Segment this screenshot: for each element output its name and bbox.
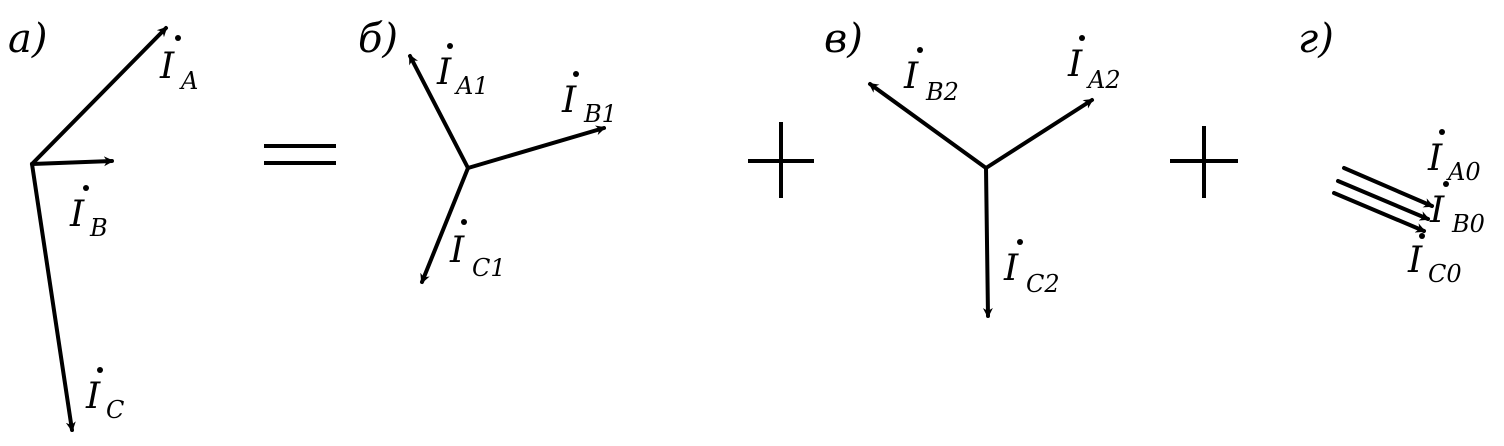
label-ib: I B (69, 185, 108, 242)
svg-text:I: I (1067, 44, 1083, 85)
svg-text:I: I (1003, 248, 1019, 289)
label-ia2: I A2 (1067, 35, 1121, 94)
plus-sign (748, 122, 814, 198)
panel-a-label: a) (8, 16, 47, 62)
label-ia1: I A1 (436, 43, 489, 100)
svg-text:I: I (85, 376, 101, 417)
equals-sign (264, 144, 336, 165)
svg-text:B: B (89, 214, 108, 242)
panel-a: a) I A I B I C (8, 16, 198, 432)
label-ia: I A (159, 35, 198, 95)
svg-text:C2: C2 (1026, 270, 1060, 298)
vector-ic2 (982, 166, 993, 318)
svg-text:C1: C1 (472, 254, 506, 282)
vector-ib0 (1336, 179, 1430, 221)
panel-v-label: в) (824, 16, 863, 62)
svg-text:I: I (1407, 240, 1423, 281)
svg-text:A2: A2 (1086, 66, 1121, 94)
panel-g-label: г) (1298, 16, 1334, 62)
svg-text:A1: A1 (454, 72, 489, 100)
svg-text:B2: B2 (925, 78, 959, 106)
label-ib1: I B1 (561, 71, 617, 128)
label-ic1: I C1 (449, 219, 506, 282)
vector-ib (30, 156, 114, 167)
label-ic: I C (85, 367, 124, 424)
svg-text:I: I (436, 52, 452, 93)
svg-text:C: C (106, 396, 124, 424)
vector-ia1 (408, 54, 470, 170)
svg-text:A: A (179, 67, 198, 95)
svg-text:I: I (903, 56, 919, 97)
svg-text:B0: B0 (1451, 210, 1485, 238)
svg-text:I: I (449, 230, 465, 271)
svg-text:A0: A0 (1446, 158, 1481, 186)
svg-text:I: I (1427, 138, 1443, 179)
svg-text:I: I (1429, 190, 1445, 231)
vector-ic0 (1332, 191, 1426, 233)
vector-ib2 (868, 82, 988, 170)
vector-ia (30, 26, 168, 166)
panel-g: г) I A0 I B0 I C0 (1298, 16, 1485, 288)
svg-text:I: I (159, 46, 175, 87)
plus-sign-2 (1170, 126, 1238, 198)
svg-text:C0: C0 (1428, 260, 1462, 288)
panel-b-label: б) (358, 16, 398, 62)
svg-text:B1: B1 (583, 100, 617, 128)
panel-b: б) I A1 I B1 I C1 (358, 16, 617, 284)
label-ic2: I C2 (1003, 239, 1060, 298)
panel-v: в) I B2 I A2 I C2 (824, 16, 1121, 318)
label-ic0: I C0 (1407, 233, 1462, 288)
vector-ia0 (1342, 166, 1434, 208)
vector-ia2 (984, 98, 1094, 170)
label-ib0: I B0 (1429, 181, 1485, 238)
svg-text:I: I (561, 80, 577, 121)
vector-ic (30, 162, 76, 432)
svg-text:I: I (69, 194, 85, 235)
vector-ib1 (466, 125, 606, 170)
vector-ic1 (420, 166, 470, 284)
label-ia0: I A0 (1427, 129, 1481, 186)
label-ib2: I B2 (903, 47, 959, 106)
